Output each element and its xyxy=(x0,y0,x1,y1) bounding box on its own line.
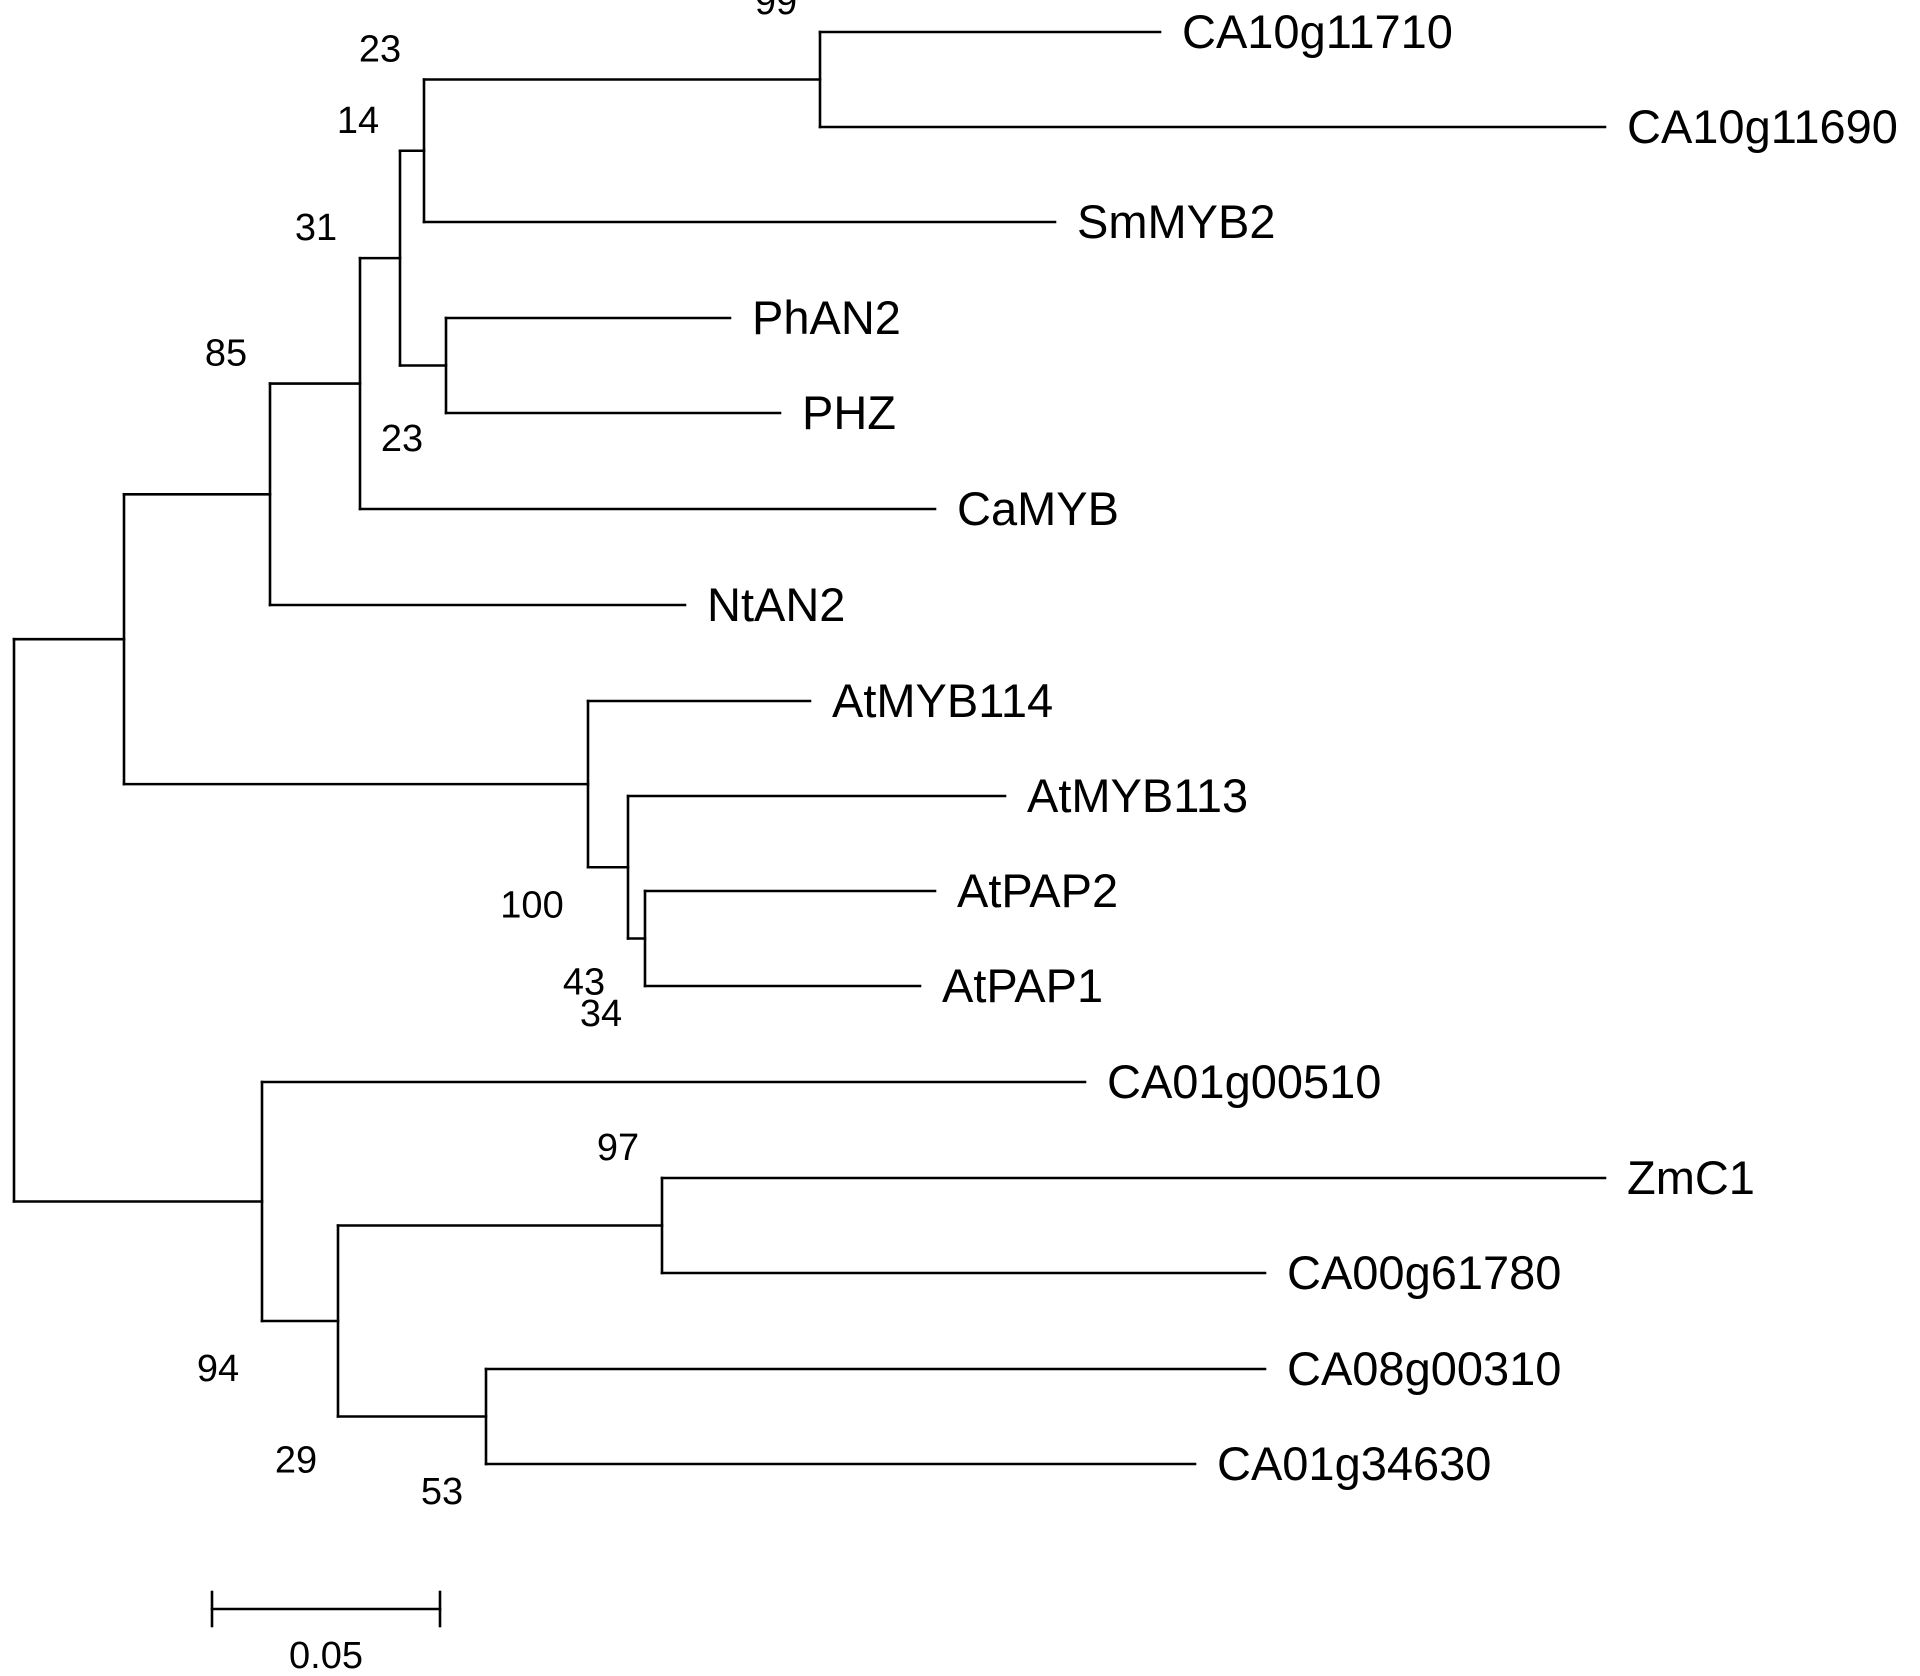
bootstrap-value: 23 xyxy=(359,29,401,71)
leaf-label-ca10g11710: CA10g11710 xyxy=(1182,5,1453,58)
bootstrap-value: 99 xyxy=(755,0,797,23)
leaf-label-atmyb113: AtMYB113 xyxy=(1027,769,1248,822)
tree-branches xyxy=(12,30,1607,1466)
scale-bar: 0.05 xyxy=(210,1590,442,1676)
leaf-label-ca00g61780: CA00g61780 xyxy=(1287,1246,1561,1299)
leaf-label-ca08g00310: CA08g00310 xyxy=(1287,1342,1561,1395)
leaf-label-camyb: CaMYB xyxy=(957,482,1119,535)
leaf-label-phan2: PhAN2 xyxy=(752,291,901,344)
leaf-label-phz: PHZ xyxy=(802,386,896,439)
leaf-label-ntan2: NtAN2 xyxy=(707,578,845,631)
leaf-label-atpap2: AtPAP2 xyxy=(957,864,1118,917)
leaf-label-atpap1: AtPAP1 xyxy=(942,959,1103,1012)
bootstrap-value: 14 xyxy=(337,100,379,142)
leaf-label-zmc1: ZmC1 xyxy=(1627,1151,1755,1204)
leaf-label-ca01g34630: CA01g34630 xyxy=(1217,1437,1491,1490)
bootstrap-value: 85 xyxy=(205,333,247,375)
leaf-label-atmyb114: AtMYB114 xyxy=(832,674,1053,727)
leaf-label-ca10g11690: CA10g11690 xyxy=(1627,100,1898,153)
bootstrap-value: 29 xyxy=(275,1440,317,1482)
bootstrap-value: 53 xyxy=(421,1471,463,1513)
bootstrap-value: 94 xyxy=(197,1348,239,1390)
scale-bar-label: 0.05 xyxy=(289,1635,363,1676)
leaf-label-ca01g00510: CA01g00510 xyxy=(1107,1055,1381,1108)
bootstrap-value: 43 xyxy=(563,962,605,1004)
leaf-label-smmyb2: SmMYB2 xyxy=(1077,195,1276,248)
bootstrap-value: 97 xyxy=(597,1127,639,1169)
bootstrap-value: 31 xyxy=(295,207,337,249)
bootstrap-value: 34 xyxy=(580,993,622,1035)
bootstrap-value: 23 xyxy=(381,418,423,460)
bootstrap-value: 100 xyxy=(500,884,563,926)
